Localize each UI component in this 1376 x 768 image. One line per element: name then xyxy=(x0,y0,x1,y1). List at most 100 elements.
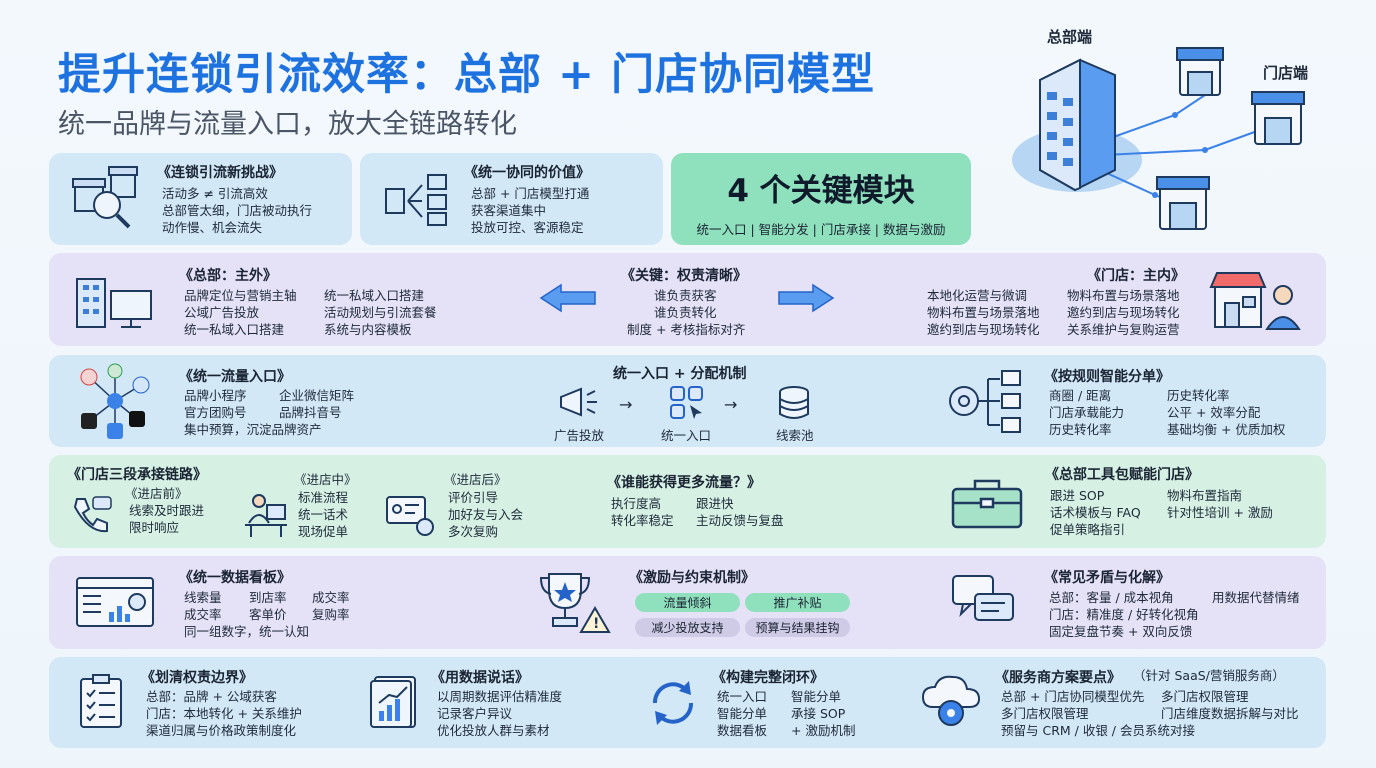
trophy-warning-icon: ! xyxy=(539,573,611,633)
hero-illustration: 总部端 门店端 xyxy=(1005,20,1365,245)
svg-text:!: ! xyxy=(593,616,599,632)
data-line: 以周期数据评估精准度 xyxy=(437,689,563,704)
summary-card: 《划清权责边界》 总部：品牌 + 公域获客 门店：本地转化 + 关系维护 渠道归… xyxy=(49,657,1326,748)
store-item: 关系维护与复购运营 xyxy=(1067,322,1180,337)
key-line: 谁负责转化 xyxy=(654,305,717,320)
key-line: 制度 + 考核指标对齐 xyxy=(627,322,746,337)
toolbox-icon xyxy=(951,479,1023,529)
before-line: 线索及时跟进 xyxy=(129,503,205,518)
toolkit-item: 话术模板与 FAQ xyxy=(1050,505,1141,520)
vendor-item: 预留与 CRM / 收银 / 会员系统对接 xyxy=(1001,723,1195,738)
dashboard-card: 《统一数据看板》 线索量 成交率 同一组数字，统一认知 到店率 客单价 成交率 … xyxy=(49,556,1326,649)
modules-card: 4 个关键模块 统一入口 | 智能分发 | 门店承接 | 数据与激励 xyxy=(671,153,971,245)
loop-item: + 激励机制 xyxy=(791,723,856,738)
boundary-line: 门店：本地转化 + 关系维护 xyxy=(146,706,302,721)
after-line: 多次复购 xyxy=(448,524,499,539)
challenge-card: 《连锁引流新挑战》 活动多 ≠ 引流高效 总部管太细，门店被动执行 动作慢、机会… xyxy=(49,153,352,245)
value-line: 总部 + 门店模型打通 xyxy=(471,186,590,201)
dispatch-title: 《按规则智能分单》 xyxy=(1044,369,1170,385)
store-label: 门店端 xyxy=(1263,64,1309,82)
store-item: 本地化运营与微调 xyxy=(927,288,1028,303)
after-line: 加好友与入会 xyxy=(448,507,524,522)
loop-item: 承接 SOP xyxy=(791,706,846,721)
hq-item: 统一私域入口搭建 xyxy=(324,288,425,303)
toolkit-item: 针对性培训 + 激励 xyxy=(1167,505,1273,520)
vendor-item: 门店维度数据拆解与对比 xyxy=(1161,706,1299,721)
channel-hub-icon xyxy=(80,363,150,439)
boundary-line: 总部：品牌 + 公域获客 xyxy=(146,689,277,704)
dashboard-metric: 成交率 xyxy=(184,607,222,622)
incentive-pill: 预算与结果挂钩 xyxy=(745,618,850,637)
vendor-item: 多门店权限管理 xyxy=(1161,689,1249,704)
entry-item: 品牌小程序 xyxy=(184,388,247,403)
conflict-line: 固定复盘节奏 + 双向反馈 xyxy=(1049,624,1193,639)
flow-step-ads: 广告投放 xyxy=(554,428,605,443)
loop-title: 《构建完整闭环》 xyxy=(712,670,824,686)
during-title: 《进店中》 xyxy=(294,472,357,487)
data-title: 《用数据说话》 xyxy=(431,670,529,686)
store-item: 邀约到店与现场转化 xyxy=(1067,305,1180,320)
loop-item: 统一入口 xyxy=(717,689,768,704)
data-line: 记录客户异议 xyxy=(437,706,513,721)
dispatch-item: 历史转化率 xyxy=(1049,422,1112,437)
hq-item: 系统与内容模板 xyxy=(324,322,412,337)
hq-item: 统一私域入口搭建 xyxy=(184,322,285,337)
value-line: 获客渠道集中 xyxy=(471,203,547,218)
store-funnel-card: 《门店三段承接链路》 《进店前》 线索及时跟进 限时响应 《进店中》 标准流程 … xyxy=(49,455,1326,548)
flow-step-entry: 统一入口 xyxy=(661,428,712,443)
dispatch-item: 门店承载能力 xyxy=(1049,405,1125,420)
after-title: 《进店后》 xyxy=(444,472,507,487)
loop-item: 数据看板 xyxy=(717,723,768,738)
modules-title: 4 个关键模块 xyxy=(727,173,915,209)
conflict-side: 用数据代替情绪 xyxy=(1212,590,1300,605)
traffic-card: 《统一流量入口》 品牌小程序 官方团购号 集中预算，沉淀品牌资产 企业微信矩阵 … xyxy=(49,355,1326,447)
entry-title: 《统一流量入口》 xyxy=(179,369,291,385)
page-title: 提升连锁引流效率：总部 + 门店协同模型 xyxy=(58,50,875,100)
conflict-line: 门店：精准度 / 好转化视角 xyxy=(1049,607,1199,622)
checklist-icon xyxy=(80,674,122,728)
megaphone-icon xyxy=(560,387,597,417)
store-item: 物料布置与场景落地 xyxy=(1067,288,1180,303)
incentive-pill: 流量倾斜 xyxy=(635,593,740,612)
store-item: 物料布置与场景落地 xyxy=(927,305,1040,320)
entry-item: 企业微信矩阵 xyxy=(279,388,355,403)
flow-title: 统一入口 + 分配机制 xyxy=(613,366,747,382)
challenge-title: 《连锁引流新挑战》 xyxy=(157,165,283,181)
data-line: 优化投放人群与素材 xyxy=(437,723,550,738)
dashboard-metric: 客单价 xyxy=(249,607,287,622)
flow-arrow: → xyxy=(619,395,633,414)
conflict-line: 总部：客量 / 成本视角 xyxy=(1049,590,1174,605)
who-title: 《谁能获得更多流量？》 xyxy=(607,475,761,491)
hq-title: 《总部：主外》 xyxy=(179,268,277,284)
who-item: 主动反馈与复盘 xyxy=(696,513,784,528)
challenge-line: 活动多 ≠ 引流高效 xyxy=(162,186,268,201)
entry-item: 品牌抖音号 xyxy=(279,405,342,420)
toolkit-item: 物料布置指南 xyxy=(1167,488,1243,503)
flow-step-pool: 线索池 xyxy=(776,428,814,443)
boundary-title: 《划清权责边界》 xyxy=(141,670,253,686)
hq-store-network-icon xyxy=(1012,47,1305,230)
desk-worker-icon xyxy=(245,494,287,537)
hq-item: 公域广告投放 xyxy=(184,305,260,320)
dispatch-item: 历史转化率 xyxy=(1167,388,1230,403)
during-line: 统一话术 xyxy=(298,507,349,522)
hq-item: 活动规划与引流套餐 xyxy=(324,305,437,320)
store-search-icon xyxy=(72,166,138,229)
store-item: 邀约到店与现场转化 xyxy=(927,322,1040,337)
conflict-title: 《常见矛盾与化解》 xyxy=(1044,570,1170,586)
hq-item: 品牌定位与营销主轴 xyxy=(184,288,297,303)
key-title: 《关键：权责清晰》 xyxy=(621,268,747,284)
key-line: 谁负责获客 xyxy=(654,288,717,303)
challenge-line: 总部管太细，门店被动执行 xyxy=(162,203,313,218)
hq-to-stores-icon xyxy=(385,174,447,226)
who-item: 执行度高 xyxy=(611,496,662,511)
store-clerk-icon xyxy=(1209,272,1301,330)
modules-line: 统一入口 | 智能分发 | 门店承接 | 数据与激励 xyxy=(696,222,946,237)
dispatch-item: 基础均衡 + 优质加权 xyxy=(1167,422,1286,437)
dashboard-metric: 成交率 xyxy=(312,590,350,605)
dashboard-metric: 复购率 xyxy=(312,607,350,622)
boundary-line: 渠道归属与价格政策制度化 xyxy=(146,723,297,738)
gear-dispatch-icon xyxy=(949,370,1021,433)
toolkit-title: 《总部工具包赋能门店》 xyxy=(1045,467,1199,483)
report-chart-icon xyxy=(370,676,416,728)
